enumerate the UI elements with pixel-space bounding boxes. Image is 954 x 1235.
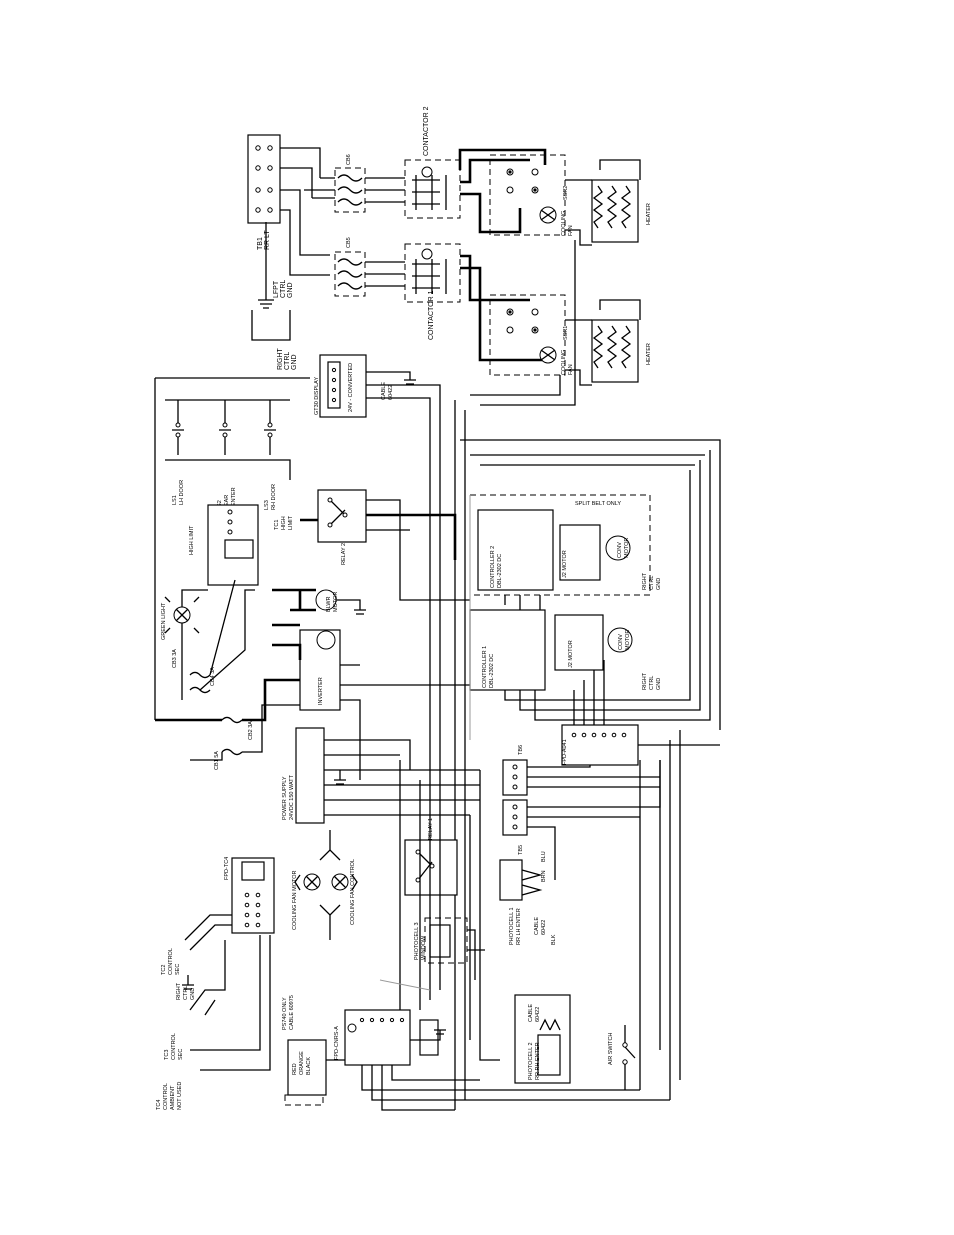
svg-text:TC1HIGHLIMIT: TC1HIGHLIMIT (274, 515, 294, 530)
tc3-label: TC3CONTROLSEC (164, 1033, 184, 1060)
svg-text:CB5: CB5 (346, 237, 352, 248)
svg-text:HEATER: HEATER (646, 203, 652, 225)
svg-text:FPD-TC4: FPD-TC4 (224, 857, 230, 880)
right-ctrl-gnd-ctrl1-label: RIGHTCTRLGND (642, 672, 662, 690)
ps740-label: PS740 ONLYCABLE 60975 (282, 995, 295, 1030)
ls1-switch: LS1LH DOOR (172, 400, 185, 505)
cable-60422-b-label: CABLE60422 (528, 1004, 541, 1022)
conv-motor-top-label: CONVMOTOR (617, 538, 630, 558)
svg-text:BRN: BRN (541, 870, 547, 882)
svg-text:TB6: TB6 (518, 745, 524, 755)
svg-text:HIGH LIMIT: HIGH LIMIT (189, 525, 195, 555)
controller2-label: CONTROLLER 2DBL-2302 DC (490, 546, 503, 588)
svg-text:HEATER: HEATER (646, 343, 652, 365)
cable-60422-a-label: CABLE60422 (534, 917, 547, 935)
power-supply: POWER SUPPLY24VDC 150 WATT (282, 727, 480, 824)
svg-text:LS1LH DOOR: LS1LH DOOR (172, 480, 185, 505)
cooling-fan-top-label: COOLINGFAN (561, 211, 574, 236)
svg-text:INVERTER: INVERTER (318, 677, 324, 705)
right-ctrl-gnd-left-label: RIGHTCTRLGND (176, 982, 196, 1000)
cb5-breaker: CB5 (334, 237, 366, 297)
photocell-1: PHOTOCELL 1RR LH ENTER CABLE60422 BRN BL… (499, 851, 557, 945)
svg-text:RELAY 1: RELAY 1 (428, 818, 434, 840)
photocell2-label: PHOTOCELL 2RR RH ENTER (528, 1042, 541, 1080)
tc2-label: TC2CONTROLSEC (161, 948, 181, 975)
ls3-switch: LS3RH DOOR (264, 400, 277, 510)
svg-text:CB2 3A: CB2 3A (248, 721, 254, 740)
cooling-fan-motor: COOLING FAN MOTOR COOLING FAN CONTROL (292, 830, 358, 940)
fpd-cnrs-a: FPD-CNRS-A (334, 1009, 439, 1066)
svg-text:AIR SWITCH: AIR SWITCH (608, 1033, 614, 1065)
ssr2-relay: SSR2 COOLINGFAN (489, 154, 574, 236)
svg-text:J2 MOTOR: J2 MOTOR (562, 550, 568, 578)
tb6-terminal-block: TB6 (502, 745, 528, 796)
svg-text:24V - CONVERTED: 24V - CONVERTED (348, 363, 354, 412)
fpd-a041: FPD-A041 (561, 660, 720, 766)
ps740-cable: REDORANGEBLACK PS740 ONLYCABLE 60975 (282, 995, 345, 1106)
photocell-3: PHOTOCELL 3WINDOW (414, 917, 485, 980)
svg-text:SPLIT BELT ONLY: SPLIT BELT ONLY (575, 501, 621, 507)
power-supply-label: POWER SUPPLY24VDC 150 WATT (282, 774, 295, 820)
blower-motor: BLWRMOTOR (272, 588, 366, 615)
svg-text:GT30 DISPLAY: GT30 DISPLAY (314, 377, 320, 415)
photocell1-label: PHOTOCELL 1RR LH ENTER (509, 907, 522, 945)
relay-2: RELAY 2 (300, 489, 470, 601)
photocell-2: PHOTOCELL 2RR RH ENTER CABLE60422 (514, 994, 571, 1084)
svg-text:SSR2: SSR2 (563, 186, 569, 200)
svg-text:CB4 3A: CB4 3A (210, 667, 216, 686)
limit-switch-group: LS1LH DOOR LS2REARCENTER LS3RH DOOR (154, 377, 310, 720)
svg-text:RELAY 2: RELAY 2 (341, 543, 347, 565)
heater-bottom: HEATER (591, 319, 652, 383)
conv-motor-bottom-label: CONVMOTOR (618, 630, 631, 650)
contactor-2: CONTACTOR 2 (404, 106, 461, 219)
red-orange-black-label: REDORANGEBLACK (292, 1051, 312, 1075)
svg-text:FPD-A041: FPD-A041 (562, 739, 568, 765)
svg-text:CB6: CB6 (346, 154, 352, 165)
thermocouples: TC2CONTROLSEC TC3CONTROLSEC TC4CONTROLAM… (156, 914, 271, 1110)
top-power-section: TB1RR LT LFPTCTRLGND RIGHTCTRLGND CB6 CB… (247, 106, 652, 406)
inverter: INVERTER (272, 623, 470, 780)
tb5-terminal-block: TB5 (502, 799, 528, 855)
ls2-switch: LS2REARCENTER (217, 400, 237, 510)
tc4-label: TC4CONTROLAMBIENTNOT USED (156, 1082, 183, 1110)
tc1-high-limit: HIGH LIMIT TC1HIGHLIMIT (189, 504, 294, 586)
svg-text:GREEN LIGHT: GREEN LIGHT (161, 602, 167, 640)
right-ctrl-gnd-top-label: RIGHTCTRLGND (277, 348, 298, 371)
controller1-label: CONTROLLER 1DBL-2302 DC (482, 646, 495, 688)
gt30-display: GT30 DISPLAY 24V - CONVERTED CABLE60422 (314, 354, 441, 700)
heater-top: HEATER (591, 179, 652, 243)
air-switch: AIR SWITCH (608, 1025, 636, 1090)
ssr1-relay: SSR1 COOLINGFAN (489, 294, 574, 376)
fpd-tc4: FPD-TC4 (224, 857, 275, 934)
green-light: GREEN LIGHT (161, 589, 208, 700)
circuit-breakers-left: CB3 3A CB4 3A CB2 3A CB1 5A (155, 579, 300, 770)
svg-text:COOLING FAN MOTOR: COOLING FAN MOTOR (292, 870, 298, 930)
controller-1: CONTROLLER 1DBL-2302 DC J2 MOTOR CONVMOT… (469, 609, 662, 691)
svg-text:BLU: BLU (541, 851, 547, 862)
right-ctrl-gnd-ctrl2-label: RIGHTCTRLGND (642, 572, 662, 590)
blwr-motor-label: BLWRMOTOR (326, 592, 339, 612)
svg-text:LS3RH DOOR: LS3RH DOOR (264, 484, 277, 510)
gt30-cable-label: CABLE60422 (381, 382, 394, 400)
svg-text:CONTACTOR 2: CONTACTOR 2 (423, 106, 430, 156)
contactor-1: CONTACTOR 1 (404, 243, 461, 340)
svg-text:CONTACTOR 1: CONTACTOR 1 (428, 290, 435, 340)
tb1-terminal-block (247, 134, 281, 224)
cb6-breaker: CB6 (334, 154, 366, 213)
relay-1: RELAY 1 (404, 818, 458, 896)
lfpt-ctrl-gnd-label: LFPTCTRLGND (273, 280, 294, 298)
svg-text:COOLING FAN CONTROL: COOLING FAN CONTROL (350, 859, 356, 925)
svg-text:TB5: TB5 (518, 845, 524, 855)
svg-text:CB3 3A: CB3 3A (172, 649, 178, 668)
svg-text:SSR1: SSR1 (563, 326, 569, 340)
svg-text:J2 MOTOR: J2 MOTOR (568, 640, 574, 668)
cooling-fan-mid-label: COOLINGFAN (561, 350, 574, 375)
tb1-label: TB1RR LT (257, 230, 271, 250)
controller-2: SPLIT BELT ONLY CONTROLLER 2DBL-2302 DC … (469, 494, 662, 596)
svg-text:BLK: BLK (551, 934, 557, 945)
svg-text:FPD-CNRS-A: FPD-CNRS-A (334, 1026, 340, 1060)
photocell3-label: PHOTOCELL 3WINDOW (414, 922, 427, 960)
